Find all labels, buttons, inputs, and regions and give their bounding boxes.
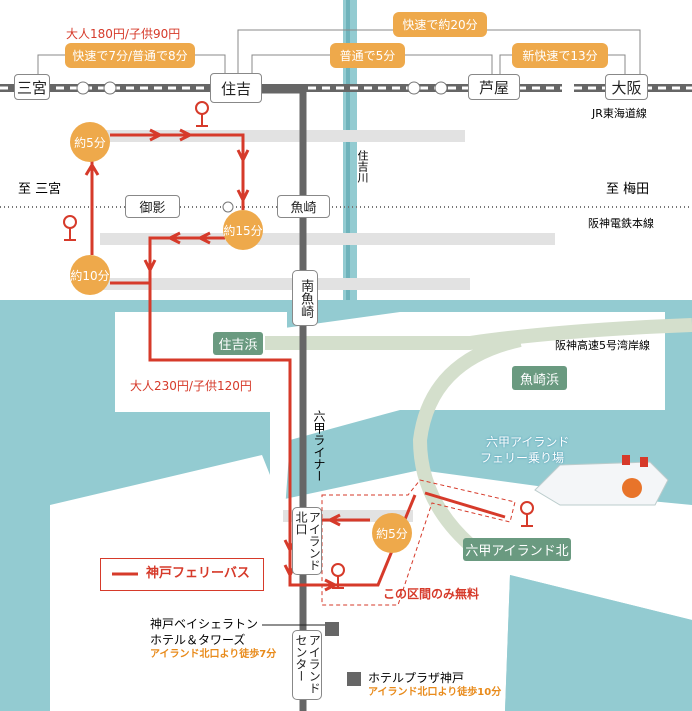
hotel-sheraton-name-2: ホテル＆タワーズ (150, 633, 246, 647)
bus-stop-icon (63, 101, 534, 589)
station-island-kitaguchi[interactable]: アイランド北口 (292, 507, 322, 575)
land-block (115, 312, 287, 412)
hotel-marker (347, 672, 361, 686)
station-island-center[interactable]: アイランドセンター (292, 630, 322, 700)
station-sumiyoshi[interactable]: 住吉 (210, 73, 262, 103)
ferry-terminal-label: 六甲アイランド (486, 435, 570, 449)
hotel-sheraton-walk: アイランド北口より徒歩7分 (150, 649, 277, 660)
station-uozaki[interactable]: 魚崎 (277, 195, 330, 218)
direction-sannomiya: 至 三宮 (18, 182, 62, 197)
hotel-plaza-walk: アイランド北口より徒歩10分 (368, 687, 502, 698)
highway (265, 318, 692, 350)
station-osaka[interactable]: 大阪 (605, 74, 648, 100)
free-section-outline (321, 479, 516, 606)
stop-sumiyoshihama: 住吉浜 (213, 332, 263, 355)
time-badge: 約5分 (372, 513, 412, 553)
liner-label: 六甲ライナー (312, 410, 326, 482)
station-minami-uozaki[interactable]: 南魚崎 (292, 270, 318, 326)
time-badge: 約5分 (70, 122, 110, 162)
hotel-plaza-name: ホテルプラザ神戸 (368, 671, 465, 685)
river-label: 住吉川 (356, 150, 369, 183)
time-ashiya-osaka: 新快速で13分 (512, 43, 608, 68)
direction-umeda: 至 梅田 (606, 182, 650, 197)
hotel-sheraton-name: 神戸ベイシェラトン (150, 617, 259, 631)
free-section-label: この区間のみ無料 (383, 587, 480, 601)
highway-label: 阪神高速5号湾岸線 (555, 339, 650, 352)
ferry-ship-icon (534, 455, 669, 506)
stop-uozakihama: 魚崎浜 (512, 366, 567, 390)
time-badge: 約15分 (223, 210, 263, 250)
ferry-bus-route (84, 128, 506, 592)
time-sannomiya-sumiyoshi: 快速で7分/普通で8分 (65, 43, 195, 68)
station-ashiya[interactable]: 芦屋 (468, 74, 520, 100)
jr-line-label: JR東海道線 (592, 107, 647, 120)
bus-fare: 大人230円/子供120円 (130, 379, 252, 393)
station-mikage[interactable]: 御影 (125, 195, 180, 218)
time-sumiyoshi-osaka: 快速で約20分 (393, 12, 487, 37)
stop-rokko-island-north: 六甲アイランド北 (463, 538, 571, 561)
station-sannomiya[interactable]: 三宮 (14, 74, 50, 100)
hanshin-line-label: 阪神電鉄本線 (588, 217, 654, 230)
hotel-marker (325, 622, 339, 636)
ferry-terminal-label-2: フェリー乗り場 (480, 451, 565, 465)
rokko-island (50, 455, 692, 711)
time-badge: 約10分 (70, 255, 110, 295)
jr-fare: 大人180円/子供90円 (66, 27, 181, 41)
legend-label: 神戸フェリーバス (146, 566, 250, 581)
time-sumiyoshi-ashiya: 普通で5分 (330, 43, 405, 68)
